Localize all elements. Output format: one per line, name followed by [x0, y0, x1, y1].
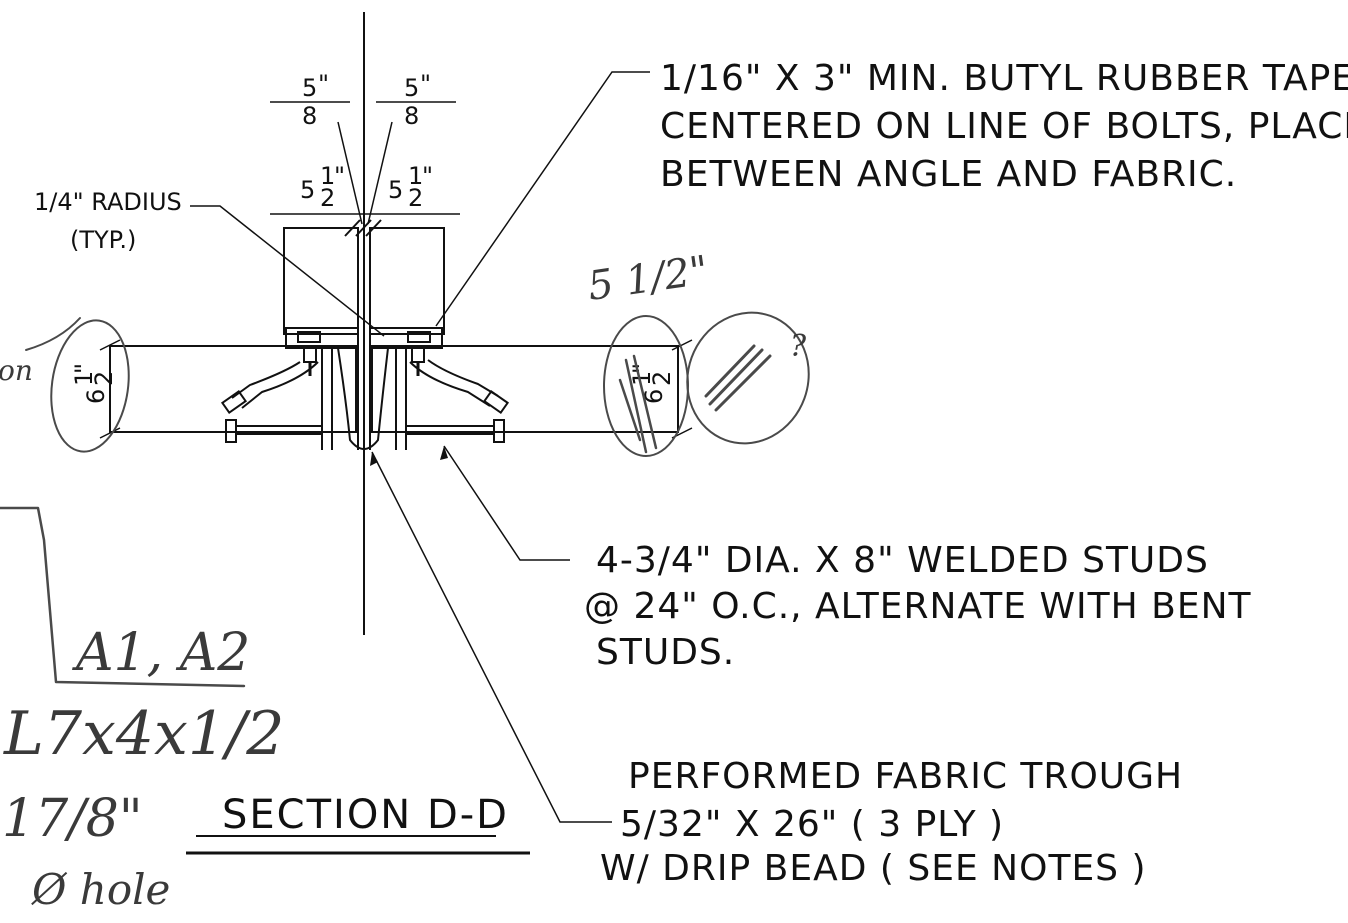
angle-assembly-right	[369, 327, 510, 450]
svg-text:5: 5	[404, 74, 419, 102]
svg-text:5: 5	[388, 176, 403, 204]
svg-text:2: 2	[648, 371, 676, 386]
svg-text:2: 2	[320, 184, 335, 212]
studs-note-line3: STUDS.	[596, 632, 735, 673]
dim-leg-left: 5 1 2 "	[300, 162, 345, 212]
svg-text:5: 5	[302, 74, 317, 102]
studs-note-line1: 4-3/4" DIA. X 8" WELDED STUDS	[596, 540, 1209, 581]
svg-text:1: 1	[628, 371, 656, 386]
handwritten-hole-size: 17/8"	[2, 789, 143, 849]
trough-note-line1: PERFORMED FABRIC TROUGH	[628, 756, 1183, 797]
svg-text:1: 1	[70, 371, 98, 386]
concrete-slabs	[109, 345, 679, 433]
svg-text:6: 6	[82, 389, 110, 404]
svg-text:": "	[422, 162, 433, 190]
svg-text:": "	[420, 70, 431, 98]
svg-text:6: 6	[640, 389, 668, 404]
fabric-trough	[337, 347, 389, 450]
svg-text:8: 8	[404, 102, 419, 130]
studs-note-line2: @ 24" O.C., ALTERNATE WITH BENT	[584, 586, 1252, 627]
trough-note-line3: W/ DRIP BEAD ( SEE NOTES )	[600, 848, 1147, 889]
section-title: SECTION D-D	[222, 792, 509, 838]
svg-text:": "	[318, 70, 329, 98]
handwritten-partial-note: on	[0, 354, 33, 387]
svg-text:1: 1	[408, 162, 423, 190]
tape-note-line1: 1/16" X 3" MIN. BUTYL RUBBER TAPE	[660, 58, 1348, 99]
handwritten-angle-size: L7x4x1/2	[3, 699, 284, 769]
handwritten-markups	[0, 311, 810, 688]
slab-right	[371, 345, 679, 433]
svg-text:": "	[628, 363, 656, 374]
leader-lines	[190, 71, 650, 823]
title-underlines	[186, 835, 530, 855]
svg-text:": "	[334, 162, 345, 190]
svg-text:5: 5	[300, 176, 315, 204]
svg-text:2: 2	[90, 371, 118, 386]
tape-note-line3: BETWEEN ANGLE AND FABRIC.	[660, 154, 1237, 195]
dim-slab-right: 6 1 2 "	[628, 363, 676, 404]
angle-leg-right	[369, 227, 445, 335]
svg-text:1: 1	[320, 162, 335, 190]
svg-text:8: 8	[302, 102, 317, 130]
svg-text:2: 2	[408, 184, 423, 212]
dim-leg-right: 5 1 2 "	[388, 162, 433, 212]
trough-note-line2: 5/32" X 26" ( 3 PLY )	[620, 804, 1004, 845]
tape-note-line2: CENTERED ON LINE OF BOLTS, PLACED	[660, 106, 1348, 147]
handwritten-query: ?	[790, 329, 807, 364]
slab-left	[109, 345, 357, 433]
angle-assembly-left	[220, 327, 359, 450]
radius-note-line2: (TYP.)	[70, 226, 136, 254]
handwritten-hole-note: Ø hole	[31, 865, 170, 914]
svg-text:": "	[70, 363, 98, 374]
dim-slab-left: 6 1 2 "	[70, 363, 118, 404]
dim-gap-left: 5 " 8	[302, 70, 329, 130]
angle-leg-left	[283, 227, 359, 335]
dim-gap-right: 5 " 8	[404, 70, 431, 130]
radius-note-line1: 1/4" RADIUS	[34, 188, 182, 216]
handwritten-angle-ref: A1, A2	[72, 623, 250, 683]
handwritten-leg-note: 5 1/2"	[585, 248, 711, 310]
dimension-lines	[99, 101, 693, 439]
